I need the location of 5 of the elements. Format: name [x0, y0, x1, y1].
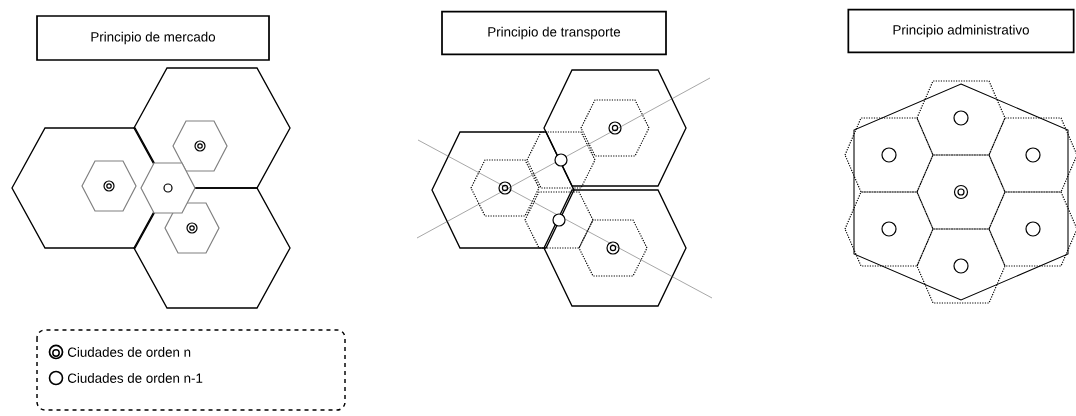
- title-box: Principio de mercado: [36, 15, 270, 61]
- legend-text: Ciudades de orden n-1: [67, 373, 203, 383]
- title-box: Principio administrativo: [847, 8, 1075, 54]
- title-box: Principio de transporte: [441, 10, 667, 56]
- legend-text: Ciudades de orden n: [67, 347, 191, 357]
